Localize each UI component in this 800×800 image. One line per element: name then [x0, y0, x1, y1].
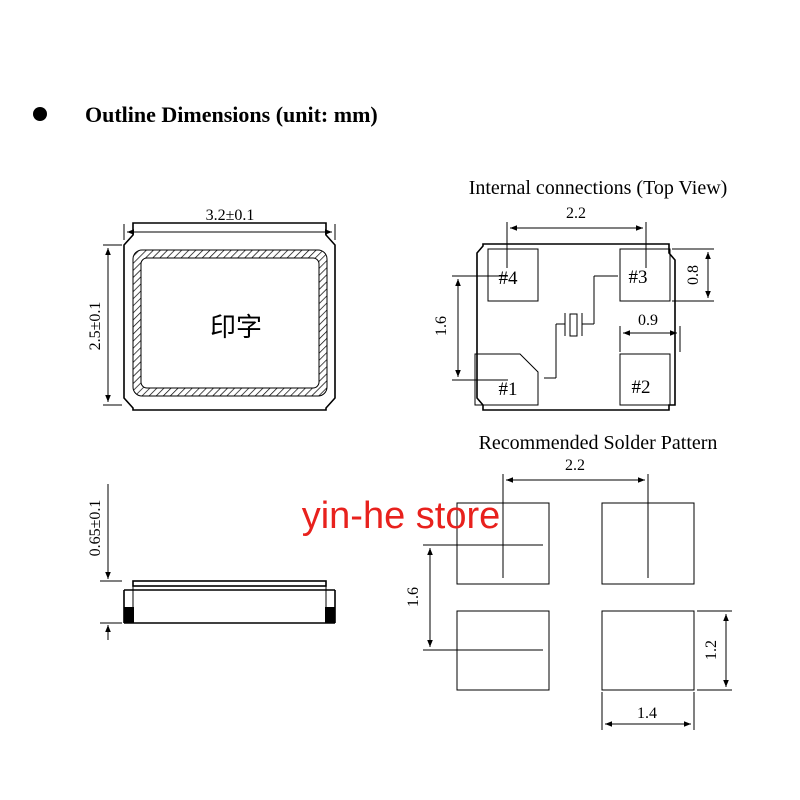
package-width-label: 3.2±0.1: [206, 207, 255, 224]
package-height-label: 2.5±0.1: [87, 302, 104, 351]
internal-connections-diagram: Internal connections (Top View) #4 #3 #1…: [433, 177, 728, 411]
package-side-view: 0.65±0.1: [87, 484, 336, 640]
section-title: Outline Dimensions (unit: mm): [85, 102, 378, 127]
solder-pad-height-label: 1.2: [703, 640, 720, 660]
internal-connections-heading: Internal connections (Top View): [469, 177, 728, 199]
solder-pitch-y-label: 1.6: [405, 587, 422, 607]
pin-4-label: #4: [499, 268, 519, 289]
solder-pitch-x-label: 2.2: [565, 457, 585, 474]
pin-1-label: #1: [499, 379, 518, 400]
package-top-view: 印字 3.2±0.1 2.5±0.1: [87, 207, 336, 411]
package-thickness-label: 0.65±0.1: [87, 500, 104, 557]
pin-2-label: #2: [632, 377, 651, 398]
pad-height-label: 0.8: [685, 265, 702, 285]
solder-pad-width-label: 1.4: [637, 705, 657, 722]
bullet-icon: [33, 107, 47, 121]
package-marking: 印字: [210, 313, 262, 343]
pin-pitch-x-label: 2.2: [566, 205, 586, 222]
solder-pad-2: [601, 610, 695, 691]
pad-width-label: 0.9: [638, 312, 658, 329]
solder-pattern-diagram: Recommended Solder Pattern 2.2 1.6 1.2 1…: [405, 432, 732, 730]
store-watermark: yin-he store: [302, 495, 501, 537]
pin-pitch-y-label: 1.6: [433, 316, 450, 336]
pin-3-label: #3: [629, 267, 648, 288]
solder-pattern-heading: Recommended Solder Pattern: [479, 432, 718, 454]
